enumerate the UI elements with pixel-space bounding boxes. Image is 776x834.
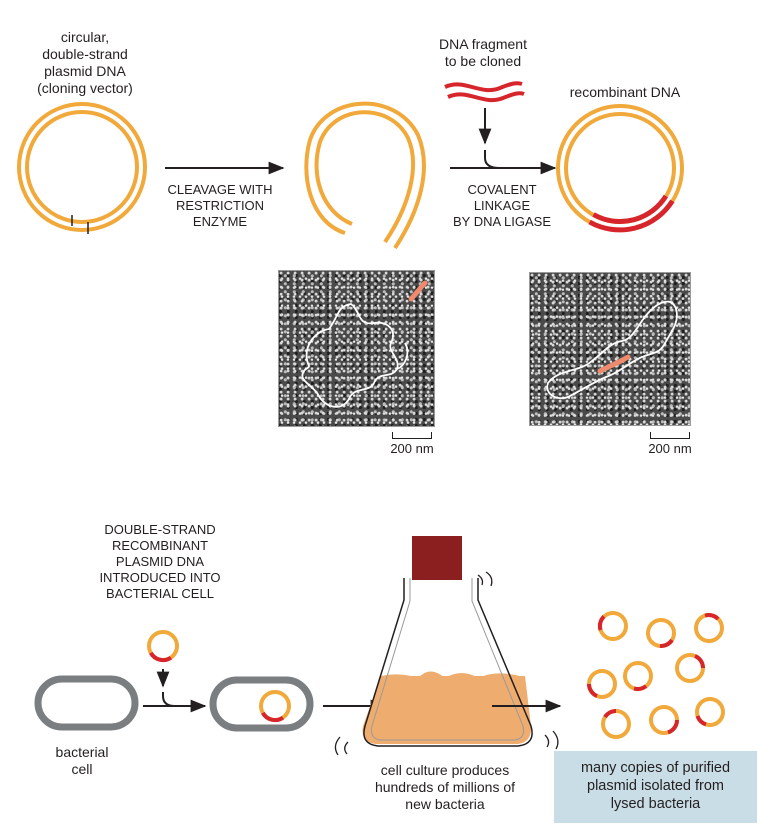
dna-fragment [444, 81, 525, 103]
plasmid-copy [675, 653, 705, 683]
culture-label: cell culture produces hundreds of millio… [374, 762, 516, 812]
culture-flask [334, 536, 559, 756]
recombinant-plasmid [556, 104, 684, 233]
fragment-label: DNA fragment to be cloned [439, 36, 527, 69]
cell-plasmid [259, 690, 291, 723]
plasmid-copy [587, 669, 617, 699]
recombinant-label: recombinant DNA [569, 84, 681, 100]
scale-bar-left: 200 nm [382, 432, 442, 456]
ligation-join-curve [484, 150, 501, 169]
recombinant-micrograph [529, 272, 691, 426]
scale-label-left: 200 nm [390, 441, 434, 456]
plasmid-copy [649, 705, 680, 735]
vector-label: circular, double-strand plasmid DNA (clo… [37, 29, 133, 96]
step-cleavage-label: CLEAVAGE WITH RESTRICTION ENZYME [167, 182, 273, 229]
plasmid-copy [646, 618, 676, 649]
circular-plasmid-vector [17, 102, 147, 234]
vector-micrograph [278, 270, 435, 427]
plasmid-copy [623, 661, 653, 691]
purified-plasmids [587, 611, 725, 739]
introduced-plasmid [147, 630, 179, 663]
step-ligation-label: COVALENT LINKAGE BY DNA LIGASE [452, 182, 552, 229]
plasmid-copy [601, 708, 631, 739]
plasmid-copy [597, 611, 628, 641]
transform-join-curve [162, 692, 176, 707]
plasmid-copy [694, 613, 724, 643]
plasmid-copy [695, 697, 725, 727]
scale-label-right: 200 nm [648, 441, 692, 456]
bacterial-cell-label: bacterial cell [55, 744, 109, 777]
scale-bar-right: 200 nm [640, 432, 700, 456]
linearized-plasmid [304, 101, 426, 250]
bacterial-cell [34, 675, 139, 731]
flask-cap [412, 536, 462, 580]
introduction-label: DOUBLE-STRAND RECOMBINANT PLASMID DNA IN… [99, 522, 221, 601]
result-box: many copies of purified plasmid isolated… [554, 751, 757, 823]
